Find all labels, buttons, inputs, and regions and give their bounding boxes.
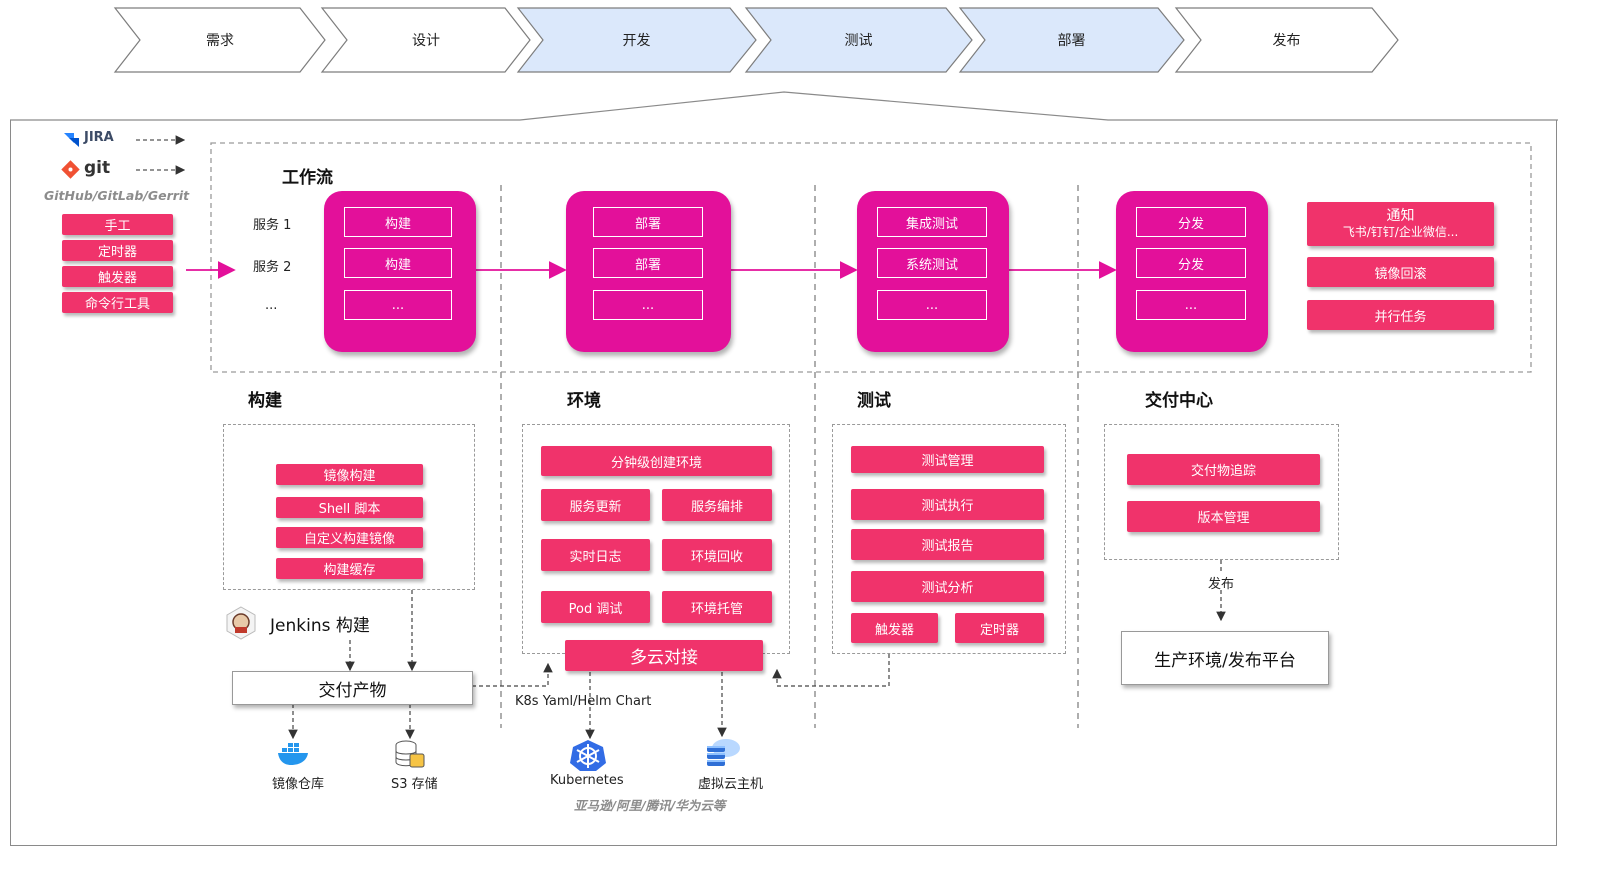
chevron-shape-5 bbox=[958, 7, 1185, 73]
version-management-button[interactable]: 版本管理 bbox=[1127, 501, 1320, 532]
build-title: 构建 bbox=[248, 391, 282, 411]
trigger-manual[interactable]: 手工 bbox=[62, 214, 173, 235]
chevron-shape-6 bbox=[1174, 7, 1399, 73]
stage-test-item-1: 集成测试 bbox=[877, 207, 987, 237]
publish-label: 发布 bbox=[1208, 577, 1235, 592]
pipeline-step-1[interactable]: 需求 bbox=[206, 33, 234, 49]
build-custom-image-button[interactable]: 自定义构建镜像 bbox=[276, 527, 423, 548]
stage-distribute-item-1: 分发 bbox=[1136, 207, 1246, 237]
s3-storage-label: S3 存储 bbox=[391, 777, 438, 792]
test-trigger-button[interactable]: 触发器 bbox=[851, 613, 938, 643]
stage-deploy[interactable]: 部署 部署 ... bbox=[566, 191, 731, 352]
s3-storage-icon bbox=[395, 740, 425, 768]
trigger-trigger[interactable]: 触发器 bbox=[62, 266, 173, 287]
env-title: 环境 bbox=[567, 391, 601, 411]
pipeline-step-2[interactable]: 设计 bbox=[412, 33, 440, 49]
artifact-tracking-button[interactable]: 交付物追踪 bbox=[1127, 454, 1320, 485]
service-label-2: 服务 2 bbox=[253, 260, 292, 275]
stage-test[interactable]: 集成测试 系统测试 ... bbox=[857, 191, 1009, 352]
production-platform-box[interactable]: 生产环境/发布平台 bbox=[1121, 631, 1329, 685]
stage-distribute-item-2: 分发 bbox=[1136, 248, 1246, 278]
pipeline-chevrons bbox=[10, 7, 1558, 121]
pipeline-step-3[interactable]: 开发 bbox=[622, 33, 651, 49]
workflow-title: 工作流 bbox=[282, 168, 333, 188]
pipeline-step-6[interactable]: 发布 bbox=[1272, 33, 1301, 49]
stage-distribute[interactable]: 分发 分发 ... bbox=[1116, 191, 1268, 352]
kubernetes-label: Kubernetes bbox=[550, 773, 624, 788]
git-icon bbox=[61, 160, 80, 179]
docker-icon bbox=[278, 743, 308, 765]
build-cache-button[interactable]: 构建缓存 bbox=[276, 558, 423, 579]
artifact-box[interactable]: 交付产物 bbox=[232, 671, 473, 705]
stage-deploy-item-3: ... bbox=[593, 290, 703, 320]
parallel-task-button[interactable]: 并行任务 bbox=[1307, 300, 1494, 330]
env-recycle-button[interactable]: 环境回收 bbox=[662, 539, 772, 571]
build-shell-button[interactable]: Shell 脚本 bbox=[276, 497, 423, 518]
service-label-more: ... bbox=[265, 298, 278, 313]
git-hosts-label: GitHub/GitLab/Gerrit bbox=[44, 188, 190, 203]
multicloud-button[interactable]: 多云对接 bbox=[565, 640, 763, 671]
jira-label: JIRA bbox=[84, 130, 114, 145]
test-report-button[interactable]: 测试报告 bbox=[851, 529, 1044, 560]
stage-distribute-item-3: ... bbox=[1136, 290, 1246, 320]
chevron-shape-3 bbox=[516, 7, 757, 73]
env-fast-create-button[interactable]: 分钟级创建环境 bbox=[541, 446, 772, 476]
stage-build-item-2: 构建 bbox=[344, 248, 452, 278]
delivery-box bbox=[1104, 424, 1339, 560]
env-pod-debug-button[interactable]: Pod 调试 bbox=[541, 591, 650, 623]
test-timer-button[interactable]: 定时器 bbox=[955, 613, 1044, 643]
trigger-timer[interactable]: 定时器 bbox=[62, 240, 173, 261]
stage-deploy-item-2: 部署 bbox=[593, 248, 703, 278]
git-label: git bbox=[84, 158, 111, 178]
jenkins-label: Jenkins 构建 bbox=[270, 616, 370, 636]
env-orchestration-button[interactable]: 服务编排 bbox=[662, 489, 772, 521]
notify-title: 通知 bbox=[1386, 208, 1415, 224]
test-management-button[interactable]: 测试管理 bbox=[851, 446, 1044, 473]
stage-build[interactable]: 构建 构建 ... bbox=[324, 191, 476, 352]
stage-build-item-1: 构建 bbox=[344, 207, 452, 237]
chevron-shape-4 bbox=[744, 7, 973, 73]
rollback-button[interactable]: 镜像回滚 bbox=[1307, 257, 1494, 287]
stage-test-item-3: ... bbox=[877, 290, 987, 320]
delivery-title: 交付中心 bbox=[1145, 391, 1213, 411]
test-title: 测试 bbox=[857, 391, 891, 411]
env-service-update-button[interactable]: 服务更新 bbox=[541, 489, 650, 521]
notify-subtitle: 飞书/钉钉/企业微信... bbox=[1342, 225, 1459, 239]
env-hosting-button[interactable]: 环境托管 bbox=[662, 591, 772, 623]
vm-label: 虚拟云主机 bbox=[698, 777, 764, 792]
cloud-providers-label: 亚马逊/阿里/腾讯/华为云等 bbox=[574, 798, 726, 813]
image-registry-label: 镜像仓库 bbox=[272, 777, 325, 792]
kubernetes-icon bbox=[570, 740, 606, 771]
k8s-yaml-label: K8s Yaml/Helm Chart bbox=[515, 694, 652, 709]
stage-deploy-item-1: 部署 bbox=[593, 207, 703, 237]
stage-test-item-2: 系统测试 bbox=[877, 248, 987, 278]
notify-button[interactable]: 通知 飞书/钉钉/企业微信... bbox=[1307, 202, 1494, 246]
env-realtime-log-button[interactable]: 实时日志 bbox=[541, 539, 650, 571]
jira-icon bbox=[64, 133, 79, 147]
build-box bbox=[223, 424, 475, 590]
chevron-shape-2 bbox=[320, 7, 531, 73]
jenkins-icon bbox=[226, 606, 256, 640]
pipeline-step-4[interactable]: 测试 bbox=[844, 33, 873, 49]
service-label-1: 服务 1 bbox=[253, 218, 292, 233]
trigger-cli[interactable]: 命令行工具 bbox=[62, 292, 173, 313]
test-execution-button[interactable]: 测试执行 bbox=[851, 489, 1044, 520]
detail-frame bbox=[10, 120, 1557, 846]
test-analysis-button[interactable]: 测试分析 bbox=[851, 571, 1044, 602]
chevron-shape-1 bbox=[113, 7, 326, 73]
cloud-vm-icon bbox=[707, 739, 740, 766]
stage-build-item-3: ... bbox=[344, 290, 452, 320]
build-image-button[interactable]: 镜像构建 bbox=[276, 464, 423, 485]
test-box bbox=[832, 424, 1066, 654]
pipeline-step-5[interactable]: 部署 bbox=[1057, 33, 1086, 49]
